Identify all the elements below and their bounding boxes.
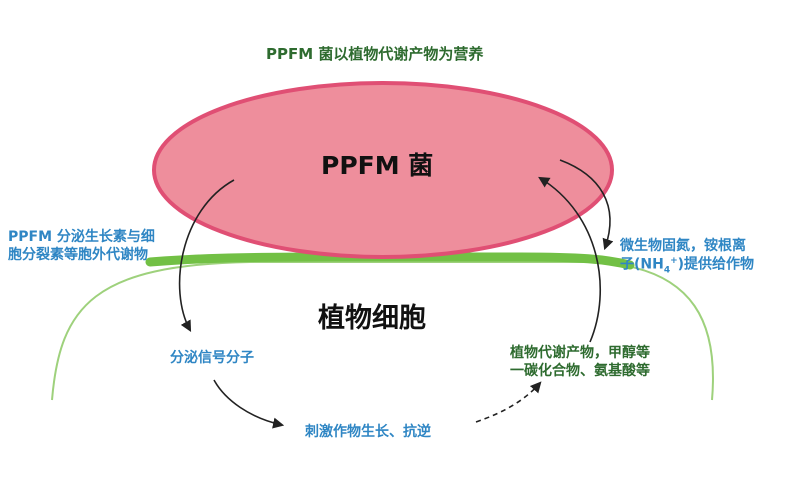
- signal-molecule-label: 分泌信号分子: [170, 350, 254, 366]
- plant-metabolite-label: 植物代谢产物，甲醇等 一碳化合物、氨基酸等: [510, 345, 650, 380]
- plant-metabolite-label-line2: 一碳化合物、氨基酸等: [510, 362, 650, 379]
- exometabolite-label-line1: PPFM 分泌生长素与细: [8, 229, 155, 245]
- diagram-title: PPFM 菌以植物代谢产物为营养: [266, 45, 484, 63]
- plant-metabolite-label-line1: 植物代谢产物，甲醇等: [510, 345, 650, 361]
- nitrogen-fixation-label-line1: 微生物固氮，铵根离: [620, 238, 746, 254]
- cell-membrane: [145, 252, 635, 270]
- arrow-secretion: [178, 179, 235, 332]
- ammonium-suffix: )提供给作物: [677, 256, 755, 273]
- ppfm-bacteria-ellipse: [152, 81, 614, 259]
- nitrogen-fixation-label: 微生物固氮，铵根离 子(NH4+)提供给作物: [620, 238, 754, 276]
- arrow-stimulate: [213, 379, 285, 429]
- plant-cell-label: 植物细胞: [318, 303, 426, 334]
- ammonium-superscript: +: [670, 255, 678, 266]
- arrow-dashed-metabolite: [475, 381, 542, 423]
- arrow-nitrogen-fixation: [559, 159, 614, 251]
- arrow-metabolite-to-bacteria: [538, 176, 601, 343]
- stimulate-growth-label: 刺激作物生长、抗逆: [305, 424, 431, 440]
- ammonium-subscript: 4: [663, 264, 671, 275]
- bacteria-label: PPFM 菌: [321, 151, 434, 180]
- ammonium-prefix: 子(NH: [620, 256, 664, 273]
- exometabolite-label: PPFM 分泌生长素与细 胞分裂素等胞外代谢物: [8, 229, 155, 264]
- exometabolite-label-line2: 胞分裂素等胞外代谢物: [8, 246, 148, 263]
- nitrogen-fixation-label-line2: 子(NH4+)提供给作物: [620, 256, 754, 277]
